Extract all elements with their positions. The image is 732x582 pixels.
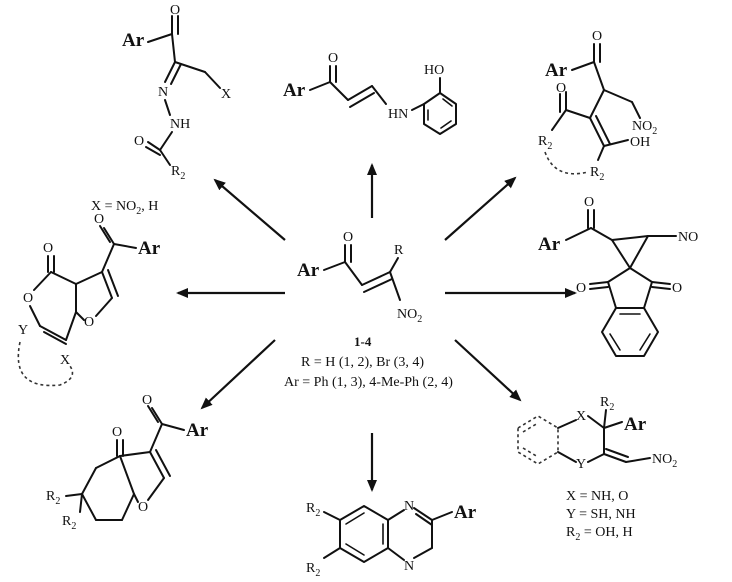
quinoxaline-product: N N Ar R2 R2 xyxy=(306,499,477,579)
quinoxaline-n-top: N xyxy=(404,499,414,514)
benzofuran-r2-a: R2 xyxy=(46,489,60,507)
arrow-to-benzothiazine xyxy=(454,339,522,402)
benzothiazine-r-def: R2 = OH, H xyxy=(566,525,633,543)
arrow-to-michael xyxy=(444,176,517,241)
spiro-o-left: O xyxy=(576,281,586,296)
spiro-benzene-ring xyxy=(601,307,659,357)
michael-r2-bottom: R2 xyxy=(590,165,604,183)
hydrazone-o-top: O xyxy=(170,3,180,18)
benzothiazine-ar: Ar xyxy=(624,414,647,435)
hydrazone-nh: NH xyxy=(170,117,190,132)
quinoxaline-n-bottom: N xyxy=(404,559,414,574)
benzothiazine-product: X R2 Ar Y NO2 X = NH, O Y = SH, NH R2 = … xyxy=(517,395,677,543)
benzothiazine-x: X xyxy=(576,409,586,424)
benzothiazine-benzene-ring-dashed xyxy=(517,415,559,465)
center-ar: Ar xyxy=(297,260,320,281)
hydrazone-x: X xyxy=(221,87,231,102)
spiro-o-top: O xyxy=(584,195,594,210)
hydrazone-caption: X = NO2, H xyxy=(91,199,158,217)
benzofuran-o-furan: O xyxy=(138,500,148,515)
benzofuran-ar: Ar xyxy=(186,420,209,441)
r-definition: R = H (1, 2), Br (3, 4) xyxy=(301,355,424,370)
compound-range: 1-4 xyxy=(354,334,372,349)
arrow-to-benzofuran xyxy=(200,339,276,410)
spiro-no: NO xyxy=(678,230,698,245)
benzothiazine-x-def: X = NH, O xyxy=(566,489,628,504)
reaction-arrows xyxy=(176,163,577,492)
pyranone-x: X xyxy=(60,353,70,368)
enaminone-hn: HN xyxy=(388,107,408,122)
enaminone-o: O xyxy=(328,51,338,66)
pyranone-o-ring: O xyxy=(23,291,33,306)
benzothiazine-y-def: Y = SH, NH xyxy=(566,507,636,522)
benzofuran-product: O O O Ar R2 R2 xyxy=(46,393,209,532)
hydrazone-o-amide: O xyxy=(134,134,144,149)
arrow-to-hydrazone xyxy=(213,178,286,241)
quinoxaline-r2-bottom: R2 xyxy=(306,561,320,577)
pyranone-o-furan: O xyxy=(84,315,94,330)
center-o: O xyxy=(343,230,353,245)
benzofuran-o-ketone: O xyxy=(112,425,122,440)
spiro-cyclopropane xyxy=(611,235,649,269)
center-no2: NO2 xyxy=(397,307,422,325)
spiro-ar: Ar xyxy=(538,234,561,255)
enaminone-ho: HO xyxy=(424,63,444,78)
michael-o-top: O xyxy=(592,29,602,44)
michael-ar: Ar xyxy=(545,60,568,81)
ar-definition: Ar = Ph (1, 3), 4-Me-Ph (2, 4) xyxy=(284,375,453,390)
pyranone-product: O O O O Ar Y X xyxy=(17,212,161,387)
michael-adduct-product: Ar O NO2 O R2 OH R2 xyxy=(538,29,657,183)
center-r: R xyxy=(394,243,404,258)
hydrazone-r2: R2 xyxy=(171,164,185,182)
pyranone-ar: Ar xyxy=(138,238,161,259)
michael-r2-left: R2 xyxy=(538,134,552,152)
enaminone-ar: Ar xyxy=(283,80,306,101)
hydrazone-product: Ar O X N NH O R2 X = NO2, H xyxy=(91,3,231,217)
hydrazone-n: N xyxy=(158,85,168,100)
quinoxaline-r2-top: R2 xyxy=(306,501,320,519)
benzothiazine-y: Y xyxy=(576,457,586,472)
pyranone-o-acyl: O xyxy=(94,212,104,227)
michael-no2: NO2 xyxy=(632,119,657,137)
enaminone-product: Ar O HN HO xyxy=(283,51,457,135)
benzothiazine-r2: R2 xyxy=(600,395,614,413)
pyranone-ring-closure-dashed xyxy=(17,341,74,387)
pyranone-o-top: O xyxy=(43,241,53,256)
michael-ring-closure-dashed xyxy=(544,151,589,175)
quinoxaline-benzene-ring xyxy=(339,505,389,563)
spiro-product: O Ar NO O O xyxy=(538,195,698,357)
michael-oh: OH xyxy=(630,135,650,150)
pyranone-y: Y xyxy=(18,323,28,338)
center-compound: Ar O R NO2 1-4 R = H (1, 2), Br (3, 4) A… xyxy=(284,230,453,390)
benzofuran-o-acyl: O xyxy=(142,393,152,408)
quinoxaline-ar: Ar xyxy=(454,502,477,523)
benzothiazine-no2: NO2 xyxy=(652,452,677,470)
spiro-o-right: O xyxy=(672,281,682,296)
michael-o-mid: O xyxy=(556,81,566,96)
hydrazone-ar: Ar xyxy=(122,30,145,51)
benzofuran-r2-b: R2 xyxy=(62,514,76,532)
